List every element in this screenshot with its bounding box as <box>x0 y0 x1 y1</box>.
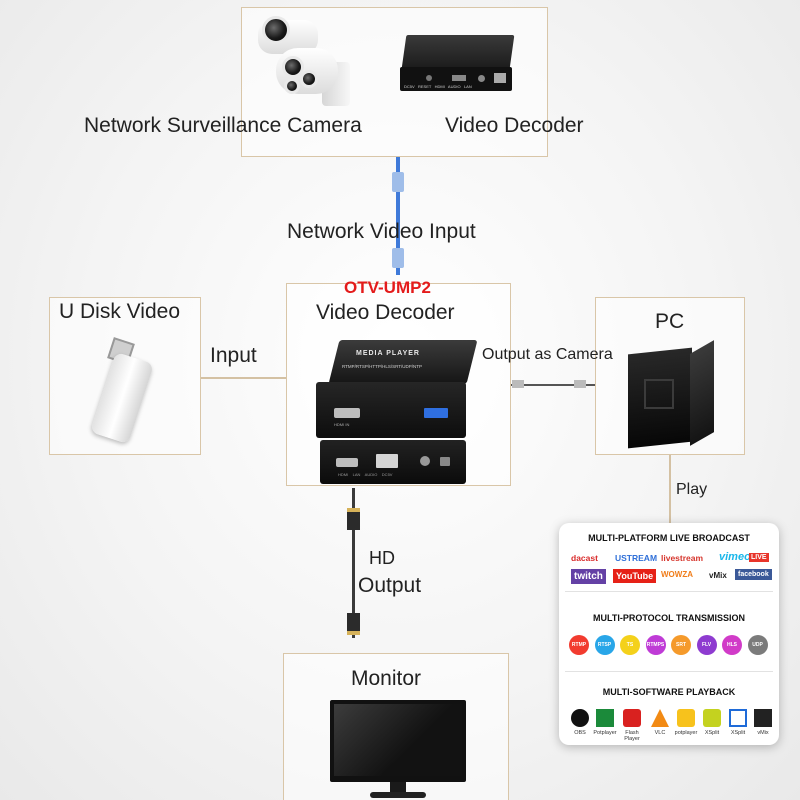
media-player-device: MEDIA PLAYER RTMP/RTSP/HTTP/HLS/SRT/UDP/… <box>316 340 478 485</box>
vmix-icon <box>754 709 772 727</box>
potplayer-icon <box>596 709 614 727</box>
protocol-pill-rtmp: RTMP <box>569 635 589 655</box>
usb-plug-left <box>512 380 524 388</box>
platform-live: LIVE <box>749 553 769 562</box>
hd-label: HD <box>369 548 395 568</box>
surveillance-camera-icon <box>258 14 358 114</box>
protocol-pill-flv: FLV <box>696 635 717 655</box>
section1-title: MULTI-PLATFORM LIVE BROADCAST <box>588 533 750 543</box>
hdmi-plug-top <box>347 508 360 530</box>
usb-camera-cable <box>511 384 595 386</box>
usb-plug-right <box>574 380 586 388</box>
flash-player-icon <box>623 709 641 727</box>
network-cable <box>396 157 400 275</box>
model-label: OTV-UMP2 <box>344 278 431 297</box>
card-separator-1 <box>565 591 773 592</box>
protocol-pill-hls: HLS <box>722 635 742 655</box>
hdmi-cable <box>352 488 355 638</box>
decoder-ports-text: DC5V RESET HDMI AUDIO LAN <box>404 84 472 89</box>
protocol-pill-srt: SRT <box>671 635 691 655</box>
protocol-pill-rtmps: RTMPS <box>645 635 666 655</box>
rear-ports-text: HDMI LAN AUDIO DC5V <box>338 472 393 477</box>
xsplit-broadcaster-icon <box>729 709 747 727</box>
usb-port <box>424 408 448 418</box>
software-label-vlc: VLC <box>654 730 666 736</box>
software-label-xsplit2: XSplit <box>730 730 746 736</box>
platform-youtube: YouTube <box>613 569 657 583</box>
hdmi-in-text: HDMI IN <box>334 422 350 427</box>
decoder-box-icon: DC5V RESET HDMI AUDIO LAN <box>400 35 515 95</box>
potplayer-yellow-icon <box>677 709 695 727</box>
media-player-text: MEDIA PLAYER <box>356 350 420 357</box>
software-label-flash: Flash Player <box>624 730 640 742</box>
software-label-vmix: vMix <box>757 730 769 736</box>
protocol-text: RTMP/RTSP/HTTP/HLS/SRT/UDP/NTP <box>342 364 423 369</box>
software-label-potplayer2: potplayer <box>674 730 698 736</box>
usb-disk-title: U Disk Video <box>59 300 180 323</box>
vlc-icon <box>651 709 669 727</box>
input-connector-line <box>201 377 286 379</box>
rj45-connector-top <box>392 172 404 192</box>
input-label: Input <box>210 344 257 367</box>
platform-wowza: WOWZA <box>661 570 693 579</box>
hdmi-in-port <box>334 408 360 418</box>
software-label-potplayer: Potplayer <box>593 730 617 736</box>
monitor-label: Monitor <box>351 667 422 690</box>
section3-title: MULTI-SOFTWARE PLAYBACK <box>602 687 736 697</box>
platform-livestream: livestream <box>661 553 704 563</box>
play-connector-line <box>669 455 671 523</box>
software-label-xsplit: XSplit <box>704 730 720 736</box>
output-label: Output <box>358 574 422 597</box>
protocol-pill-ts: TS <box>620 635 640 655</box>
obs-icon <box>571 709 589 727</box>
output-as-camera-label: Output as Camera <box>482 346 613 363</box>
platform-dacast: dacast <box>571 553 598 563</box>
protocol-pill-rtsp: RTSP <box>594 635 615 655</box>
camera-label: Network Surveillance Camera <box>84 114 362 137</box>
software-label-obs: OBS <box>574 730 586 736</box>
platform-ustream: USTREAM <box>615 553 658 563</box>
platform-twitch: twitch <box>571 569 606 584</box>
platform-vmix: vMix <box>709 571 727 580</box>
network-video-input-label: Network Video Input <box>287 220 476 243</box>
broadcast-card: MULTI-PLATFORM LIVE BROADCAST dacast UST… <box>559 523 779 745</box>
xsplit-icon <box>703 709 721 727</box>
protocol-pill-udp: UDP <box>747 635 768 655</box>
top-decoder-label: Video Decoder <box>445 114 584 137</box>
usb-drive-icon <box>90 337 158 445</box>
pc-tower-icon <box>628 340 718 449</box>
rj45-connector-bottom <box>392 248 404 268</box>
section2-title: MULTI-PROTOCOL TRANSMISSION <box>593 613 745 623</box>
card-separator-2 <box>565 671 773 672</box>
platform-facebook: facebook <box>735 569 772 580</box>
center-decoder-title: Video Decoder <box>316 301 455 324</box>
platform-vimeo: vimeo <box>719 551 751 563</box>
pc-title: PC <box>655 310 685 333</box>
play-label: Play <box>676 481 708 498</box>
hdmi-plug-bottom <box>347 613 360 635</box>
monitor-icon <box>330 700 470 800</box>
